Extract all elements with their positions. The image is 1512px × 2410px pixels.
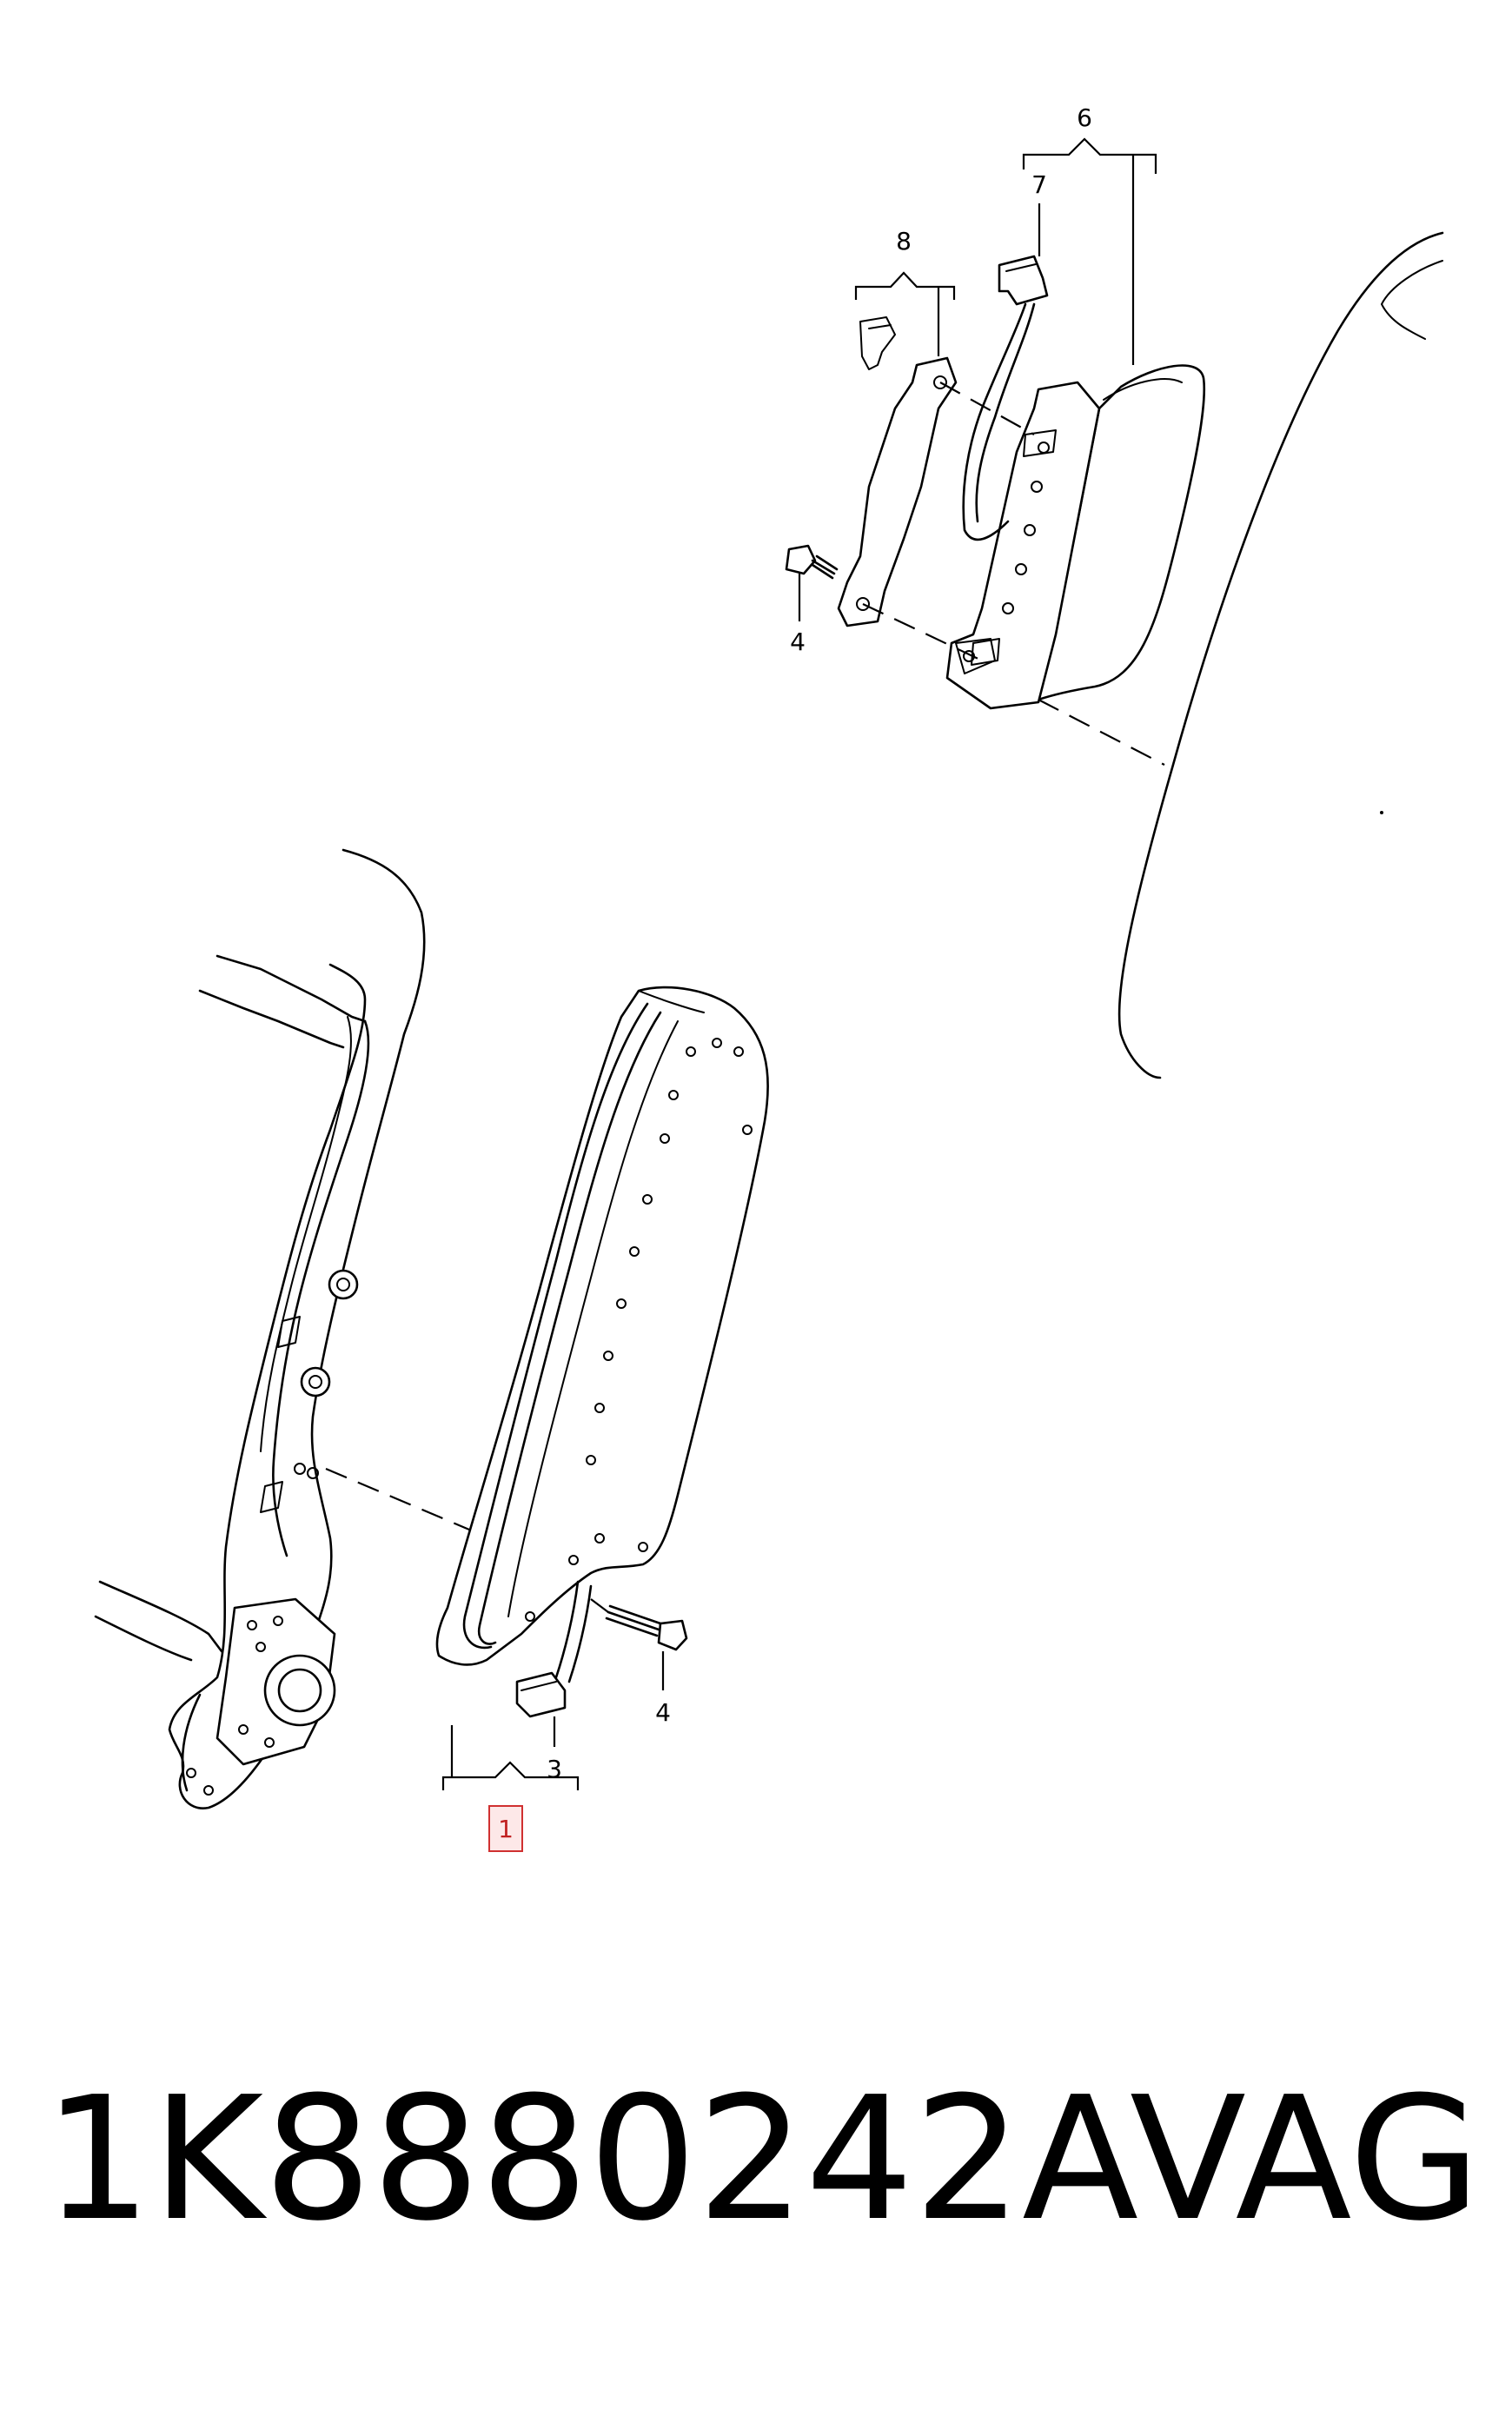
callout-7: 7 [1031,170,1047,199]
screw-upper [785,544,839,580]
assembly-line-upper-2 [862,603,983,661]
callout-1: 1 [498,1815,514,1843]
part-caption: 1K8880242A VAG [43,2051,1481,2268]
airbag-module-upper [945,364,1206,710]
assembly-line-upper-1 [939,382,1035,435]
callout-4-upper: 4 [790,627,806,656]
callout-6: 6 [1077,103,1092,132]
airbag-module-lower [435,986,769,1666]
callout-3: 3 [547,1755,562,1783]
leader-6 [1022,137,1157,365]
seat-frame [94,848,426,1809]
part-number: 1K8880242A [43,2061,1139,2259]
screw-lower [605,1604,688,1651]
brand-name: VAG [1130,2061,1482,2259]
assembly-line-lower-1 [325,1467,470,1531]
assembly-line-upper-3 [1038,699,1165,766]
connector-3 [515,1580,593,1718]
callout-1-highlight [488,1805,523,1852]
connector-7 [962,255,1049,541]
leader-8 [854,271,956,356]
seat-back-outline [1117,231,1444,1079]
callout-4-lower: 4 [655,1698,671,1727]
assembly-line-lower-2 [590,1598,609,1613]
callout-8: 8 [896,227,912,256]
leader-1 [441,1725,580,1790]
bracket-8 [837,316,958,627]
